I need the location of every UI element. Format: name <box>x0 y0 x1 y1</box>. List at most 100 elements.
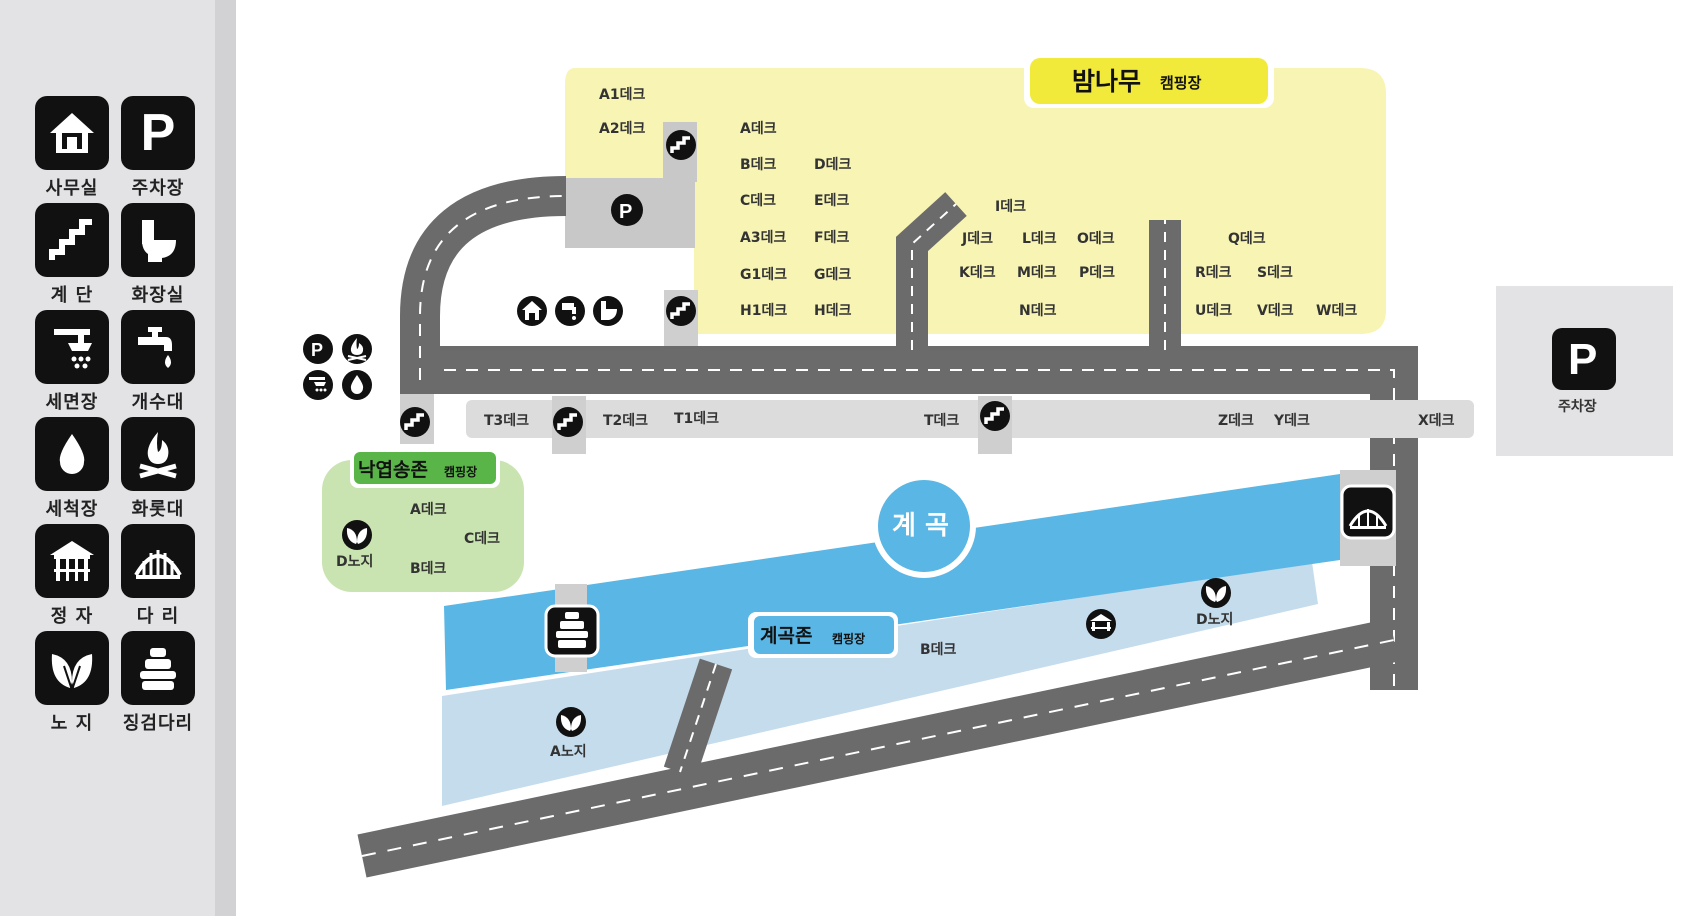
deck-label: E데크 <box>814 193 849 209</box>
stream-label: 계 곡 <box>892 511 949 541</box>
valley-zone-name: 계곡존 <box>760 625 812 647</box>
deck-label: Y데크 <box>1273 413 1310 429</box>
pine-zone-suffix: 캠핑장 <box>444 464 477 479</box>
deck-label: H데크 <box>814 303 852 319</box>
deck-row-bar <box>466 400 1474 438</box>
legend-label-stepping: 징검다리 <box>122 713 194 734</box>
deck-label: D노지 <box>1196 612 1233 628</box>
deck-label: T1데크 <box>674 411 719 427</box>
legend-label-pavilion: 정 자 <box>50 606 94 627</box>
legend-label-washing: 세척장 <box>45 499 99 520</box>
legend-parking: P 주차장 <box>112 96 204 200</box>
leaf-icon <box>35 631 109 705</box>
washroom-sink-icon <box>555 296 585 326</box>
water-drop-icon <box>35 417 109 491</box>
deck-label: U데크 <box>1195 303 1232 319</box>
deck-label: T데크 <box>924 413 959 429</box>
legend-office: 사무실 <box>26 96 118 200</box>
deck-label: S데크 <box>1257 265 1293 281</box>
campfire-icon <box>342 334 372 364</box>
right-parking-label: 주차장 <box>1558 398 1597 415</box>
deck-label: B데크 <box>920 642 957 658</box>
chestnut-zone-name: 밤나무 <box>1072 67 1141 96</box>
legend-label-firepit: 화롯대 <box>131 499 185 520</box>
pine-zone-area <box>322 460 524 592</box>
legend-label-washroom: 세면장 <box>45 392 99 413</box>
deck-label: G데크 <box>814 267 851 283</box>
parking-icon: P <box>303 334 333 364</box>
deck-label: Z데크 <box>1218 413 1254 429</box>
svg-text:P: P <box>619 201 632 223</box>
deck-label: J데크 <box>961 231 993 247</box>
legend-stepping: 징검다리 <box>112 631 204 735</box>
deck-label: L데크 <box>1022 231 1057 247</box>
legend-label-parking: 주차장 <box>131 178 185 199</box>
leaf-icon <box>1201 578 1231 608</box>
parking-icon: P <box>1552 328 1616 390</box>
stairs-icon <box>664 128 698 162</box>
pine-zone-name: 낙엽송존 <box>358 459 428 481</box>
parking-icon: P <box>611 194 643 226</box>
deck-label: T2데크 <box>603 413 648 429</box>
deck-label: A노지 <box>550 744 587 760</box>
road-deck-labels: T3데크 T2데크 T1데크 T데크 Z데크 Y데크 X데크 <box>484 411 1455 429</box>
office-icon <box>35 96 109 170</box>
deck-label: V데크 <box>1257 303 1294 319</box>
deck-label: A데크 <box>410 502 447 518</box>
shower-icon <box>35 310 109 384</box>
deck-label: A데크 <box>740 121 777 137</box>
legend-open: 노 지 <box>26 631 118 735</box>
stepping-stones-icon <box>121 631 195 705</box>
deck-label: B데크 <box>740 157 777 173</box>
faucet-icon <box>121 310 195 384</box>
legend-toilet: 화장실 <box>112 203 204 307</box>
stream <box>444 474 1340 690</box>
legend-sink: 개수대 <box>112 310 204 414</box>
deck-label: Q데크 <box>1228 231 1266 247</box>
deck-label: F데크 <box>814 230 849 246</box>
stairs-icon <box>35 203 109 277</box>
roads <box>357 176 1418 878</box>
legend-panel-edge <box>215 0 236 916</box>
deck-label: C데크 <box>464 531 500 547</box>
deck-label: N데크 <box>1019 303 1057 319</box>
pavilion-icon <box>35 524 109 598</box>
legend-label-sink: 개수대 <box>131 392 185 413</box>
legend-label-open: 노 지 <box>50 713 94 734</box>
deck-label: D노지 <box>336 554 373 570</box>
bridge-icon <box>1340 484 1396 540</box>
deck-label: G1데크 <box>740 267 787 283</box>
legend-washing: 세척장 <box>26 417 118 521</box>
deck-label: K데크 <box>959 265 996 281</box>
legend-pavilion: 정 자 <box>26 524 118 628</box>
deck-label: B데크 <box>410 561 447 577</box>
deck-label: A2데크 <box>599 121 645 137</box>
water-drop-icon <box>342 370 372 400</box>
stepping-stones-icon <box>544 604 600 658</box>
deck-label: O데크 <box>1077 231 1115 247</box>
stairs-icon <box>978 399 1012 433</box>
toilet-icon <box>121 203 195 277</box>
legend-stairs: 계 단 <box>26 203 118 307</box>
stairs-icon <box>398 405 432 439</box>
legend-label-bridge: 다 리 <box>136 606 180 627</box>
office-icon <box>517 296 547 326</box>
legend-label-office: 사무실 <box>45 178 99 199</box>
leaf-icon <box>342 520 372 550</box>
legend-washroom: 세면장 <box>26 310 118 414</box>
chestnut-deck-labels: A1데크 A2데크 A데크 B데크 D데크 C데크 E데크 A3데크 F데크 G… <box>599 87 1357 319</box>
stairs-icon <box>664 294 698 328</box>
valley-deck-labels: A노지 B데크 D노지 <box>550 612 1233 760</box>
legend-bridge: 다 리 <box>112 524 204 628</box>
deck-label: R데크 <box>1195 265 1232 281</box>
toilet-icon <box>593 296 623 326</box>
legend-label-stairs: 계 단 <box>50 285 94 306</box>
deck-label: T3데크 <box>484 413 529 429</box>
deck-label: H1데크 <box>740 303 787 319</box>
deck-label: X데크 <box>1418 413 1455 429</box>
parking-icon: P <box>121 96 195 170</box>
shower-icon <box>303 370 333 400</box>
bridge-icon <box>121 524 195 598</box>
deck-label: W데크 <box>1316 303 1357 319</box>
